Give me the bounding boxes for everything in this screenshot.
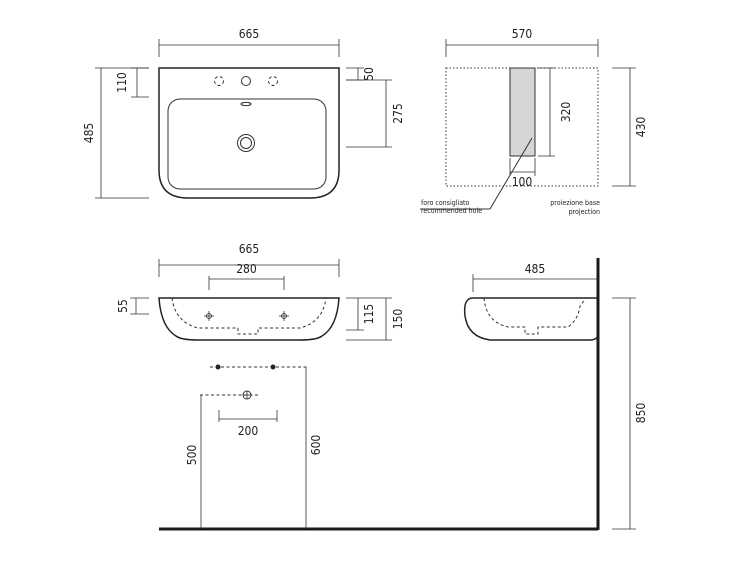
note-base-it: proiezione base [550, 199, 600, 207]
tap-hole-center [241, 76, 251, 86]
note-base-en: projection [569, 208, 600, 216]
basin-outline-top [158, 67, 340, 199]
dim-supply-height: 600 [309, 435, 323, 456]
column-shaded-area [509, 67, 536, 157]
dim-front-body-height: 115 [362, 304, 376, 325]
dim-top-total-depth: 485 [82, 123, 96, 144]
dim-drain-height: 500 [185, 445, 199, 466]
front-view: 665 280 55 115 150 [116, 242, 405, 341]
basin-hidden-line-side [483, 297, 587, 335]
installation-view: 200 500 600 [159, 364, 598, 531]
basin-outline-side [463, 297, 599, 341]
projection-view: 570 320 100 430 foro consigliato recomme… [420, 27, 648, 216]
dim-front-bracket-height: 55 [116, 299, 130, 313]
dim-front-bracket-spacing: 280 [236, 262, 257, 276]
drain-outer [237, 134, 255, 152]
supply-point-right [270, 364, 276, 370]
projection-outline [445, 67, 599, 187]
dim-top-bowl-depth: 275 [391, 103, 405, 124]
dim-front-width: 665 [239, 242, 260, 256]
dim-mount-height: 850 [634, 403, 648, 424]
tap-hole-left [214, 76, 224, 86]
dim-side-depth: 485 [525, 262, 546, 276]
supply-point-left [215, 364, 221, 370]
top-view: 665 110 485 50 275 [82, 27, 405, 199]
hole-leader-line [489, 137, 533, 210]
side-view: 485 850 [463, 258, 648, 530]
dim-top-tap-depth: 110 [115, 72, 129, 93]
tap-hole-right [268, 76, 278, 86]
bowl-hidden-line-front [171, 297, 327, 335]
bowl-outline-top [167, 98, 327, 190]
basin-outline-front [158, 297, 340, 341]
dim-top-width: 665 [239, 27, 260, 41]
note-hole-en: recommended hole [421, 207, 482, 215]
dim-proj-column-height: 320 [559, 102, 573, 123]
dim-top-rim-offset: 50 [362, 67, 376, 81]
dim-proj-width: 570 [512, 27, 533, 41]
dim-proj-depth: 430 [634, 117, 648, 138]
note-hole-it: foro consigliato [421, 199, 470, 207]
overflow-slot [240, 101, 252, 107]
dim-drain-width: 200 [238, 424, 259, 438]
dim-proj-column-width: 100 [512, 175, 533, 189]
drain-inner [240, 137, 252, 149]
dim-front-total-height: 150 [391, 309, 405, 330]
bracket-fixing-left [204, 311, 214, 321]
bracket-fixing-right [279, 311, 289, 321]
